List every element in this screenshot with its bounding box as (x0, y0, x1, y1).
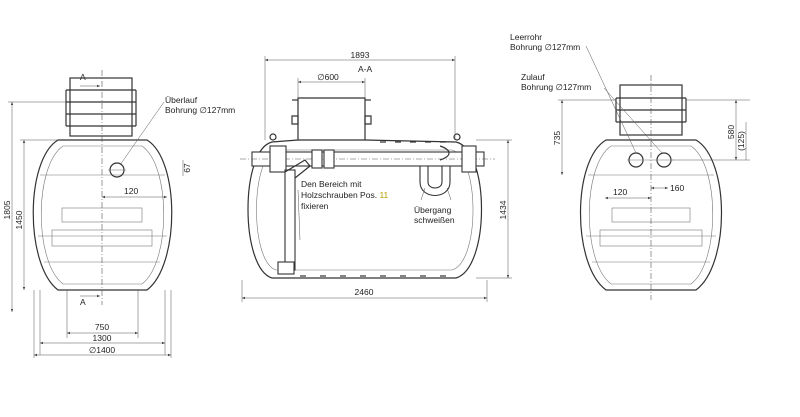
right-dim-120: 120 (613, 187, 627, 197)
weld-label: Übergang (414, 205, 452, 215)
center-dim-2460: 2460 (355, 287, 374, 297)
center-dome (297, 97, 366, 140)
left-dim-120: 120 (124, 186, 138, 196)
right-dim-580: 580 (726, 125, 736, 139)
section-title: A-A (358, 64, 373, 74)
note-line-1: Den Bereich mit (301, 179, 362, 189)
center-section-view: 1893 A-A ∅600 2460 1434 Den Bereich mit … (240, 50, 512, 302)
overflow-label: Überlauf (165, 95, 198, 105)
overflow-hole-size: Bohrung ∅127mm (165, 105, 235, 115)
empty-pipe-label: Leerrohr (510, 32, 542, 42)
right-dim-160: 160 (670, 183, 684, 193)
left-tank-body (32, 139, 173, 291)
center-u-bend (419, 165, 451, 196)
note-line-3: fixieren (301, 201, 329, 211)
weld-label-2: schweißen (414, 215, 455, 225)
center-dim-1893: 1893 (351, 50, 370, 60)
center-pipe (240, 145, 495, 173)
left-dim-1400: ∅1400 (89, 345, 116, 355)
note-position-number: 11 (379, 190, 388, 200)
center-dim-600: ∅600 (317, 72, 339, 82)
right-dim-735: 735 (552, 131, 562, 145)
center-dim-1434: 1434 (498, 200, 508, 219)
right-tank-body (579, 139, 723, 291)
left-dim-67: 67 (182, 163, 192, 173)
inlet-hole-size: Bohrung ∅127mm (521, 82, 591, 92)
left-dim-1805: 1805 (2, 200, 12, 219)
left-end-view: A A Überlauf Bohrung ∅127mm 120 67 1805 … (2, 70, 235, 358)
section-marker-top: A (80, 72, 86, 82)
empty-pipe-hole-size: Bohrung ∅127mm (510, 42, 580, 52)
section-marker-bottom: A (80, 297, 86, 307)
left-riser (69, 77, 133, 137)
left-dim-1300: 1300 (93, 333, 112, 343)
left-dim-1450: 1450 (14, 210, 24, 229)
note-line-2-text: Holzschrauben Pos. (301, 190, 377, 200)
left-dim-750: 750 (95, 322, 109, 332)
right-end-view: Leerrohr Bohrung ∅127mm Zulauf Bohrung ∅… (510, 32, 750, 300)
note-line-2: Holzschrauben Pos. 11 (301, 190, 389, 200)
left-riser-ribs (65, 89, 137, 127)
inlet-label: Zulauf (521, 72, 545, 82)
right-dim-125: (125) (736, 131, 746, 151)
